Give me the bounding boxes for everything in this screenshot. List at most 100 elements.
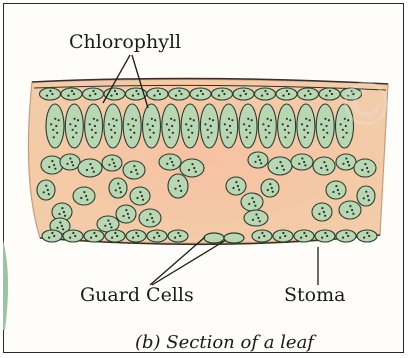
chloroplast-dot xyxy=(251,119,253,121)
chloroplast-dot xyxy=(226,136,228,138)
chloroplast-dot xyxy=(269,183,271,185)
chloroplast-dot xyxy=(328,119,330,121)
spongy-cell xyxy=(248,152,268,168)
chloroplast-dot xyxy=(178,90,180,92)
chloroplast-dot xyxy=(50,123,52,125)
chloroplast-dot xyxy=(335,185,337,187)
chloroplast-dot xyxy=(116,235,118,237)
leader-guard-2 xyxy=(152,240,226,285)
chloroplast-dot xyxy=(131,118,133,120)
chloroplast-dot xyxy=(137,235,139,237)
chloroplast-dot xyxy=(265,136,267,138)
chloroplast-dot xyxy=(267,189,269,191)
chloroplast-dot xyxy=(323,136,325,138)
chloroplast-dot xyxy=(232,187,234,189)
background-leaf-edge xyxy=(3,240,8,330)
palisade-cell xyxy=(239,104,257,148)
chloroplast-dot xyxy=(174,188,176,190)
chloroplast-dot xyxy=(305,118,307,120)
chloroplast-dot xyxy=(287,125,289,127)
chloroplast-dot xyxy=(116,119,118,121)
chloroplast-dot xyxy=(303,161,305,163)
lower-epidermis-cell xyxy=(336,230,356,242)
chloroplast-dot xyxy=(368,199,370,201)
chloroplast-dot xyxy=(342,237,344,239)
chloroplast-dot xyxy=(90,237,92,239)
spongy-cell xyxy=(244,210,268,226)
chloroplast-dot xyxy=(259,159,261,161)
chloroplast-dot xyxy=(281,165,283,167)
chloroplast-dot xyxy=(153,95,155,97)
chloroplast-dot xyxy=(180,93,182,95)
label-guard-cells: Guard Cells xyxy=(80,284,194,306)
chloroplast-dot xyxy=(153,237,155,239)
chloroplast-dot xyxy=(83,191,85,193)
chloroplast-dot xyxy=(132,125,134,127)
spongy-cell xyxy=(78,159,102,177)
label-stoma: Stoma xyxy=(284,284,345,306)
upper-epidermis-cell xyxy=(212,88,233,100)
palisade-cell xyxy=(65,104,83,148)
chloroplast-dot xyxy=(210,125,212,127)
chloroplast-dot xyxy=(152,221,154,223)
spongy-cell xyxy=(159,154,181,170)
chloroplast-dot xyxy=(175,95,177,97)
chloroplast-dot xyxy=(304,95,306,97)
chloroplast-dot xyxy=(180,190,182,192)
spongy-cell xyxy=(357,186,375,206)
chloroplast-dot xyxy=(125,209,127,211)
chloroplast-dot xyxy=(157,90,159,92)
chloroplast-dot xyxy=(210,132,212,134)
palisade-cell xyxy=(143,104,161,148)
upper-epidermis-cell xyxy=(104,88,125,100)
spongy-cell xyxy=(326,181,346,199)
chloroplast-dot xyxy=(342,136,344,138)
lower-epidermis-cell xyxy=(273,230,293,242)
chloroplast-dot xyxy=(114,232,116,234)
chloroplast-dot xyxy=(53,136,55,138)
chloroplast-dot xyxy=(209,118,211,120)
chloroplast-dot xyxy=(202,93,204,95)
chloroplast-dot xyxy=(367,171,369,173)
chloroplast-dot xyxy=(303,129,305,131)
chloroplast-dot xyxy=(347,161,349,163)
chloroplast-dot xyxy=(59,221,61,223)
chloroplast-dot xyxy=(55,125,57,127)
chloroplast-dot xyxy=(95,235,97,237)
chloroplast-dot xyxy=(238,189,240,191)
chloroplast-dot xyxy=(303,232,305,234)
chloroplast-dot xyxy=(127,213,129,215)
lower-epidermis-cell xyxy=(42,230,62,242)
chloroplast-dot xyxy=(86,169,88,171)
lower-epidermis-cell xyxy=(63,230,83,242)
chloroplast-dot xyxy=(282,123,284,125)
chloroplast-dot xyxy=(253,201,255,203)
chloroplast-dot xyxy=(43,191,45,193)
spongy-cell xyxy=(291,154,313,170)
chloroplast-dot xyxy=(188,169,190,171)
chloroplast-dot xyxy=(64,215,66,217)
lower-epidermis-cell xyxy=(315,230,335,242)
chloroplast-dot xyxy=(322,129,324,131)
palisade-cell xyxy=(220,104,238,148)
chloroplast-dot xyxy=(258,237,260,239)
chloroplast-dot xyxy=(159,93,161,95)
chloroplast-dot xyxy=(142,199,144,201)
chloroplast-dot xyxy=(309,93,311,95)
chloroplast-dot xyxy=(365,191,367,193)
palisade-cell xyxy=(181,104,199,148)
lower-epidermis-cell xyxy=(168,230,188,242)
chloroplast-dot xyxy=(307,90,309,92)
spongy-cell xyxy=(60,154,80,170)
chloroplast-dot xyxy=(283,169,285,171)
chloroplast-dot xyxy=(129,129,131,131)
chloroplast-dot xyxy=(255,213,257,215)
chloroplast-dot xyxy=(286,90,288,92)
chloroplast-dot xyxy=(204,123,206,125)
chloroplast-dot xyxy=(276,167,278,169)
chloroplast-dot xyxy=(191,132,193,134)
lower-epidermis-cell xyxy=(105,230,125,242)
chloroplast-dot xyxy=(247,118,249,120)
chloroplast-dot xyxy=(270,119,272,121)
lower-epidermis-cell xyxy=(357,230,377,242)
